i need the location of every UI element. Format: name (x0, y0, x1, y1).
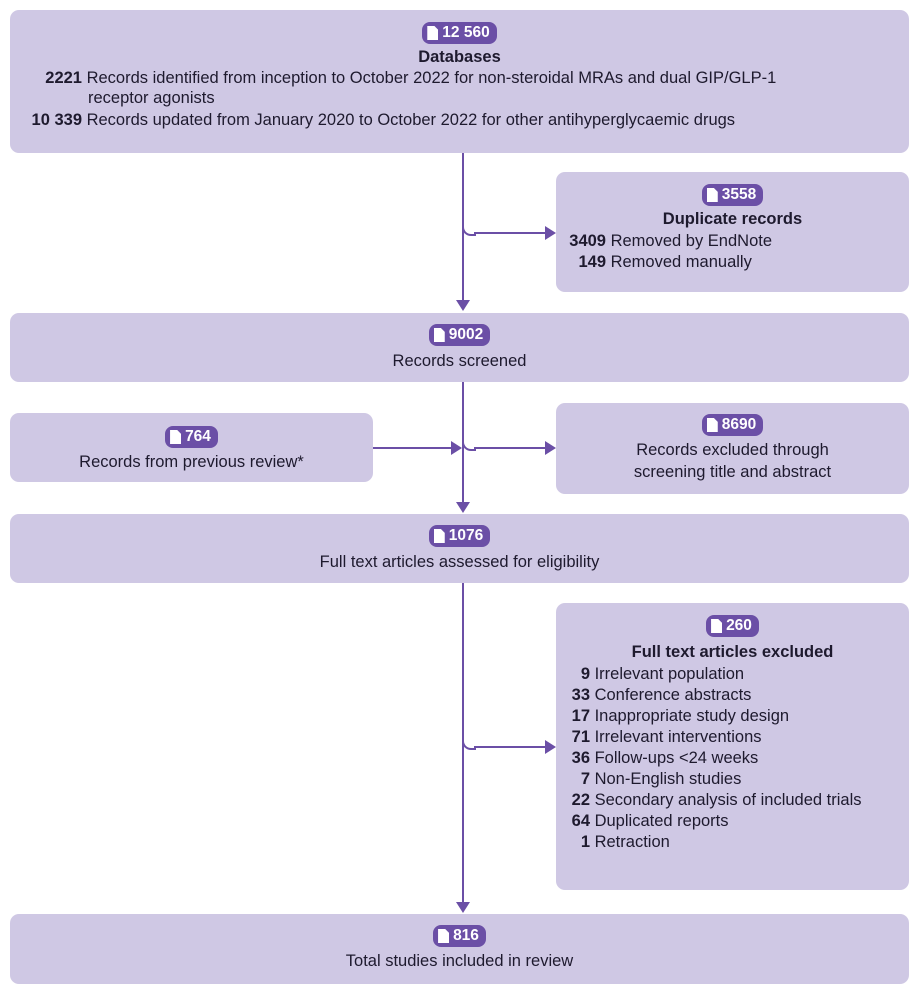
excluded-screening-box: 8690 Records excluded through screening … (556, 403, 909, 494)
branch-curve (462, 736, 476, 750)
included-label: Total studies included in review (345, 952, 574, 970)
document-icon (711, 619, 723, 633)
arrow-down-icon (456, 902, 470, 913)
duplicates-count-badge: 3558 (701, 184, 764, 206)
previous-review-box: 764 Records from previous review* (10, 413, 373, 482)
fulltext-excluded-count-badge: 260 (706, 615, 759, 637)
exclusion-row: 71 Irrelevant interventions (571, 728, 762, 746)
databases-row-2: 10 339 Records updated from January 2020… (31, 111, 736, 129)
excluded-screening-line-2: screening title and abstract (633, 463, 832, 481)
document-icon (433, 328, 445, 342)
previous-label: Records from previous review* (79, 453, 304, 471)
excluded-screening-count-badge: 8690 (701, 414, 764, 436)
exclusion-row: 9 Irrelevant population (580, 665, 745, 683)
document-icon (706, 418, 718, 432)
included-count-badge: 816 (433, 925, 486, 947)
fulltext-excluded-title: Full text articles excluded (631, 643, 834, 661)
merge-line-previous (373, 447, 453, 449)
previous-count-badge: 764 (165, 426, 218, 448)
branch-line-duplicates (474, 232, 546, 234)
document-icon (706, 188, 718, 202)
excluded-screening-line-1: Records excluded through (636, 441, 829, 459)
branch-curve (462, 437, 476, 451)
databases-row-1-cont: receptor agonists (88, 89, 215, 107)
exclusion-row: 1 Retraction (580, 833, 670, 851)
databases-row-1: 2221 Records identified from inception t… (45, 69, 777, 87)
databases-count-badge: 12 560 (422, 22, 497, 44)
duplicates-row-1: 3409 Removed by EndNote (569, 232, 773, 250)
exclusion-row: 22 Secondary analysis of included trials (571, 791, 862, 809)
included-box: 816 Total studies included in review (10, 914, 909, 984)
exclusion-row: 33 Conference abstracts (571, 686, 752, 704)
duplicates-title: Duplicate records (662, 210, 803, 228)
exclusion-row: 64 Duplicated reports (571, 812, 729, 830)
document-icon (433, 529, 445, 543)
arrow-right-icon (545, 226, 556, 240)
fulltext-excluded-box: 260 Full text articles excluded 9 Irrele… (556, 603, 909, 890)
fulltext-count-badge: 1076 (428, 525, 491, 547)
arrow-right-icon (545, 740, 556, 754)
document-icon (170, 430, 182, 444)
branch-line-fulltext-excluded (474, 746, 546, 748)
arrow-right-icon (451, 441, 462, 455)
screened-box: 9002 Records screened (10, 313, 909, 382)
exclusion-row: 7 Non-English studies (580, 770, 742, 788)
fulltext-box: 1076 Full text articles assessed for eli… (10, 514, 909, 583)
arrow-down-icon (456, 300, 470, 311)
duplicates-box: 3558 Duplicate records 3409 Removed by E… (556, 172, 909, 292)
screened-count-badge: 9002 (428, 324, 491, 346)
branch-line-excluded-screening (474, 447, 546, 449)
exclusion-row: 17 Inappropriate study design (571, 707, 790, 725)
databases-count: 12 560 (442, 24, 490, 41)
branch-curve (462, 222, 476, 236)
fulltext-label: Full text articles assessed for eligibil… (319, 553, 600, 571)
databases-box: 12 560 Databases 2221 Records identified… (10, 10, 909, 153)
arrow-down-icon (456, 502, 470, 513)
document-icon (427, 26, 439, 40)
duplicates-row-2: 149 Removed manually (578, 253, 752, 271)
screened-label: Records screened (392, 352, 527, 370)
exclusion-row: 36 Follow-ups <24 weeks (571, 749, 759, 767)
arrow-right-icon (545, 441, 556, 455)
databases-title: Databases (418, 48, 501, 66)
document-icon (438, 929, 450, 943)
